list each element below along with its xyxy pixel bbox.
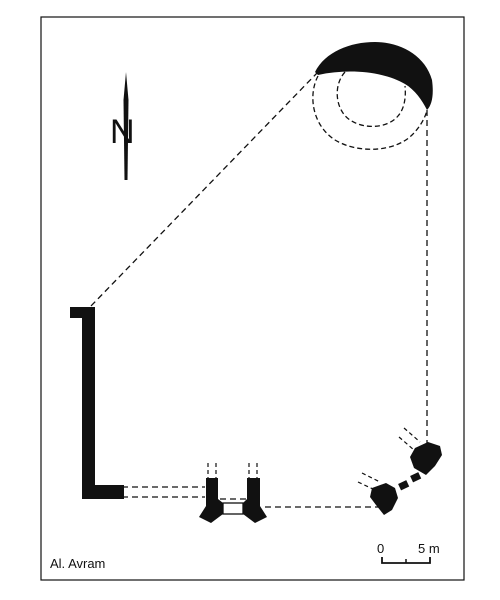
se-stub-1 [357, 481, 376, 491]
wall-line-northwest [89, 71, 319, 308]
scale-bar: 0 5 m [377, 541, 440, 564]
north-arrow-needle [123, 72, 129, 180]
round-tower-outer-arc [312, 75, 428, 150]
gate-tower-stubs [207, 463, 258, 478]
round-tower [312, 42, 433, 150]
east-stub-1 [398, 436, 415, 451]
south-east-tower-wall [370, 483, 398, 515]
west-wall [70, 307, 124, 499]
north-label: N [110, 113, 135, 151]
east-tower-wall [410, 442, 442, 475]
south-east-tower [357, 472, 422, 515]
round-tower-wall [315, 42, 433, 110]
gate-tower-west [199, 478, 223, 523]
gate-passage [222, 502, 244, 515]
south-east-tower-stubs [357, 472, 381, 491]
se-stub-2 [361, 472, 381, 483]
author-credit: Al. Avram [50, 556, 106, 571]
east-tower-stubs [398, 427, 421, 451]
scale-end-label: 5 m [418, 541, 440, 556]
dashed-curtain-walls [89, 71, 428, 508]
scale-start-label: 0 [377, 541, 384, 556]
gate-tower-east [243, 478, 267, 523]
round-tower-inner-arc [336, 71, 406, 127]
east-stub-2 [403, 427, 421, 443]
east-tower [398, 427, 442, 475]
north-arrow: N [110, 72, 135, 180]
drawing-frame [40, 16, 465, 581]
south-gate [199, 463, 267, 523]
south-east-wall-block-2 [410, 472, 422, 483]
south-east-wall-block-1 [398, 480, 410, 491]
